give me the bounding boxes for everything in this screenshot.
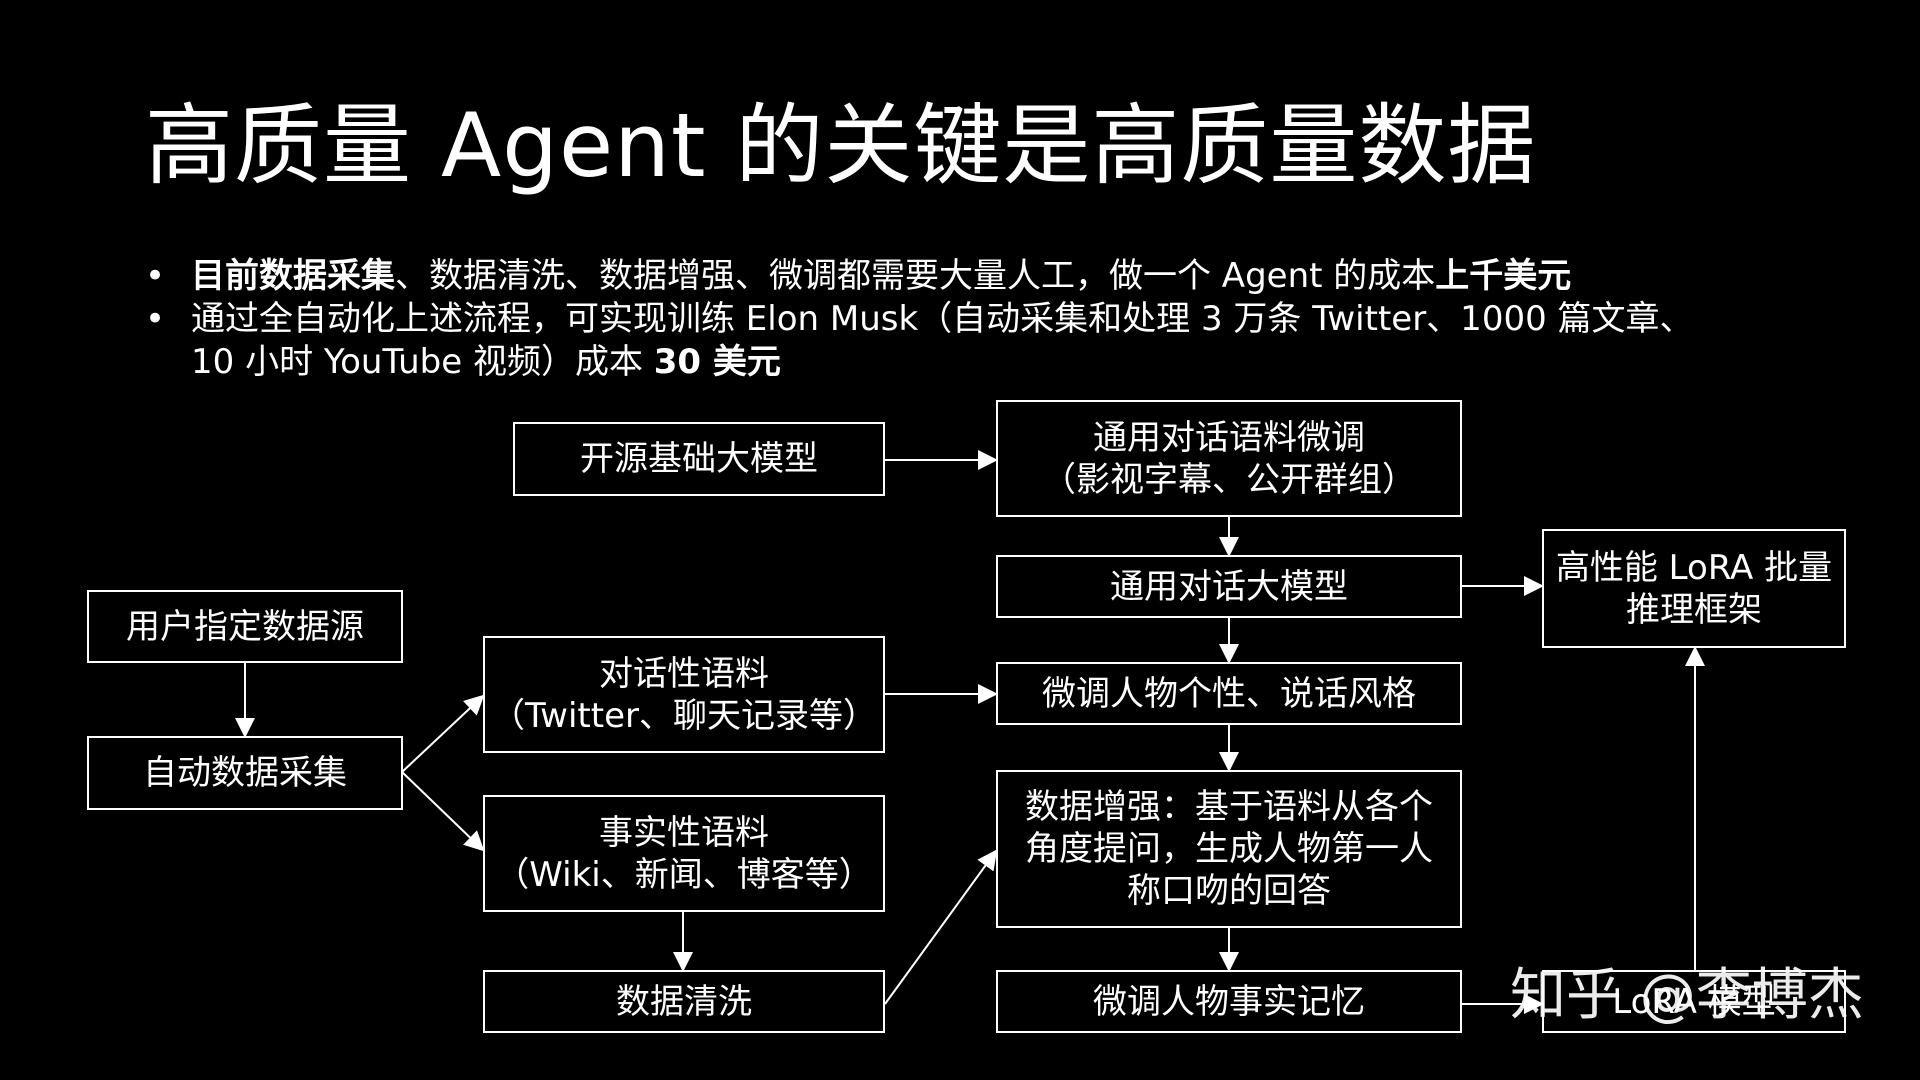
- arrow-collection-to-dialog-corpus: [401, 694, 485, 773]
- box-label: 高性能 LoRA 批量: [1555, 547, 1833, 588]
- box-label: 开源基础大模型: [580, 439, 818, 479]
- box-finetune-memory: 微调人物事实记忆: [996, 970, 1462, 1033]
- bullet-text-segment: 30 美元: [653, 342, 781, 382]
- bullet-text-segment: 目前数据采集: [191, 256, 395, 296]
- bullet-list: • 目前数据采集、数据清洗、数据增强、微调都需要大量人工，做一个 Agent 的…: [145, 255, 1845, 384]
- box-label: 角度提问，生成人物第一人: [1025, 829, 1433, 869]
- box-data-augmentation: 数据增强：基于语料从各个 角度提问，生成人物第一人 称口吻的回答: [996, 770, 1462, 928]
- box-sublabel: （Wiki、新闻、博客等）: [495, 854, 873, 895]
- bullet-item-2: • 通过全自动化上述流程，可实现训练 Elon Musk（自动采集和处理 3 万…: [145, 298, 1845, 384]
- box-user-data-source: 用户指定数据源: [87, 590, 403, 663]
- box-label: 数据增强：基于语料从各个: [1025, 787, 1433, 827]
- bullet-text-segment: 通过全自动化上述流程，可实现训练 Elon Musk（自动采集和处理 3 万条 …: [191, 299, 1694, 339]
- box-general-dialog-finetune: 通用对话语料微调 （影视字幕、公开群组）: [996, 400, 1462, 517]
- box-fact-corpus: 事实性语料 （Wiki、新闻、博客等）: [483, 795, 885, 912]
- box-label: 用户指定数据源: [126, 606, 364, 647]
- bullet-text-segment: 、数据清洗、数据增强、微调都需要大量人工，做一个 Agent 的成本: [395, 256, 1436, 296]
- box-label: 通用对话语料微调: [1093, 417, 1365, 458]
- box-label: 称口吻的回答: [1127, 871, 1331, 911]
- bullet-line: 通过全自动化上述流程，可实现训练 Elon Musk（自动采集和处理 3 万条 …: [191, 298, 1845, 341]
- box-label: 数据清洗: [616, 981, 752, 1022]
- box-dialog-corpus: 对话性语料 （Twitter、聊天记录等）: [483, 636, 885, 753]
- box-finetune-personality: 微调人物个性、说话风格: [996, 662, 1462, 725]
- box-label: 微调人物事实记忆: [1093, 981, 1365, 1022]
- box-label: 自动数据采集: [143, 753, 347, 793]
- box-label: 事实性语料: [599, 812, 769, 853]
- box-label: 通用对话大模型: [1110, 566, 1348, 607]
- box-sublabel: （影视字幕、公开群组）: [1042, 459, 1416, 500]
- box-lora-framework: 高性能 LoRA 批量 推理框架: [1542, 529, 1846, 648]
- bullet-line: 目前数据采集、数据清洗、数据增强、微调都需要大量人工，做一个 Agent 的成本…: [191, 255, 1845, 298]
- box-sublabel: （Twitter、聊天记录等）: [491, 695, 877, 736]
- box-label: 微调人物个性、说话风格: [1042, 673, 1416, 714]
- box-label: LoRA 模型: [1612, 981, 1776, 1022]
- bullet-text-segment: 10 小时 YouTube 视频）成本: [191, 342, 654, 382]
- bullet-text-segment: 上千美元: [1435, 256, 1572, 296]
- arrow-cleaning-to-augmentation: [884, 849, 998, 1005]
- bullet-dot-icon: •: [145, 299, 166, 339]
- box-open-source-model: 开源基础大模型: [513, 422, 885, 496]
- bullet-dot-icon: •: [145, 256, 166, 296]
- box-auto-collection: 自动数据采集: [87, 736, 403, 810]
- box-data-cleaning: 数据清洗: [483, 970, 885, 1033]
- arrow-collection-to-fact-corpus: [401, 771, 485, 852]
- bullet-item-1: • 目前数据采集、数据清洗、数据增强、微调都需要大量人工，做一个 Agent 的…: [145, 255, 1845, 298]
- box-general-dialog-model: 通用对话大模型: [996, 555, 1462, 618]
- box-lora-model: LoRA 模型: [1542, 970, 1846, 1033]
- box-label: 推理框架: [1626, 589, 1762, 630]
- bullet-line: 10 小时 YouTube 视频）成本 30 美元: [191, 341, 1845, 384]
- box-label: 对话性语料: [599, 653, 769, 694]
- page-title: 高质量 Agent 的关键是高质量数据: [145, 94, 1537, 197]
- watermark: 知乎 @李博杰: [1510, 963, 1864, 1028]
